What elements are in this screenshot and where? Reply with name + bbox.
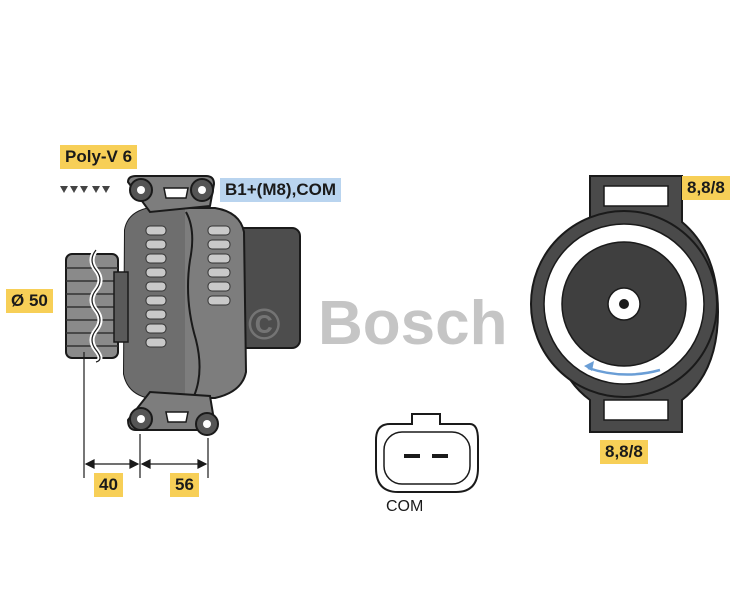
housing-seam xyxy=(185,211,201,397)
cooling-vents-front xyxy=(145,225,167,348)
rear-view xyxy=(530,175,720,433)
belt-label: Poly-V 6 xyxy=(60,145,138,169)
connector-label: COM xyxy=(386,498,424,515)
mount-bottom-label: 8,8/8 xyxy=(600,440,648,464)
connector-plug-icon xyxy=(375,413,479,493)
terminal-label: B1+(M8),COM xyxy=(220,178,341,202)
cooling-vents-rear xyxy=(207,225,231,306)
rotation-arrow-icon xyxy=(587,366,661,376)
pulley xyxy=(65,248,129,365)
belt-profile-icon xyxy=(60,186,110,193)
mount-top-label: 8,8/8 xyxy=(682,176,730,200)
dimension-right-label: 56 xyxy=(170,473,199,497)
mount-ears-bottom xyxy=(126,390,219,436)
dimension-lines xyxy=(83,352,209,478)
watermark-copyright: © xyxy=(248,300,281,349)
diameter-label: Ø 50 xyxy=(6,289,53,313)
watermark-brand: Bosch xyxy=(318,289,508,358)
mount-ears-top xyxy=(126,175,216,214)
dimension-left-label: 40 xyxy=(94,473,123,497)
